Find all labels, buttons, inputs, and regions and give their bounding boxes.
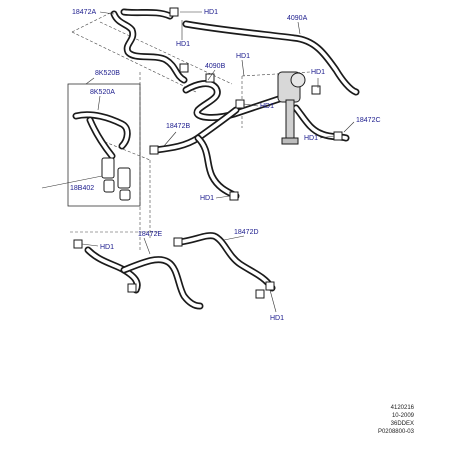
label-hd1-e: HD1 <box>260 103 274 110</box>
label-8K520B: 8K520B <box>95 70 120 77</box>
dashed-guides <box>70 11 311 252</box>
reference-drawing-number: P0208800-03 <box>377 429 414 435</box>
label-hd1-d: HD1 <box>311 69 325 76</box>
hose-8K520A <box>72 111 131 160</box>
hose-18472E <box>84 246 204 310</box>
part-labels: 18472A HD1 HD1 4090A HD1 4090B HD1 8K520… <box>70 9 381 322</box>
hose-4090B <box>182 80 286 121</box>
sub-assembly-box <box>67 83 141 207</box>
hose-clips <box>73 7 343 299</box>
reference-number: 4120216 <box>390 405 414 411</box>
hose-4090A <box>182 20 360 96</box>
label-18472C: 18472C <box>356 117 381 124</box>
reference-date: 10-2009 <box>391 413 414 419</box>
label-hd1-i: HD1 <box>270 315 284 322</box>
label-18472B: 18472B <box>166 123 190 130</box>
hose-18472B <box>152 106 240 200</box>
label-hd1-g: HD1 <box>200 195 214 202</box>
label-hd1-c: HD1 <box>236 53 250 60</box>
label-hd1-b: HD1 <box>176 41 190 48</box>
connector-18B402 <box>101 157 131 201</box>
reference-code: 36DDEX <box>390 421 414 427</box>
label-4090A: 4090A <box>287 15 308 22</box>
label-hd1-h: HD1 <box>100 244 114 251</box>
label-18472D: 18472D <box>234 229 259 236</box>
hose-18472D <box>176 232 276 292</box>
label-hd1-a: HD1 <box>204 9 218 16</box>
label-18B402: 18B402 <box>70 185 94 192</box>
valve-assembly <box>277 71 306 145</box>
label-hd1-f: HD1 <box>304 135 318 142</box>
hose-18472A <box>110 8 188 84</box>
diagram-reference-info: 4120216 10-2009 36DDEX P0208800-03 <box>378 404 414 436</box>
label-8K520A: 8K520A <box>90 89 115 96</box>
label-18472E: 18472E <box>138 231 162 238</box>
label-4090B: 4090B <box>205 63 226 70</box>
leader-lines <box>41 11 355 313</box>
label-18472A: 18472A <box>72 9 96 16</box>
